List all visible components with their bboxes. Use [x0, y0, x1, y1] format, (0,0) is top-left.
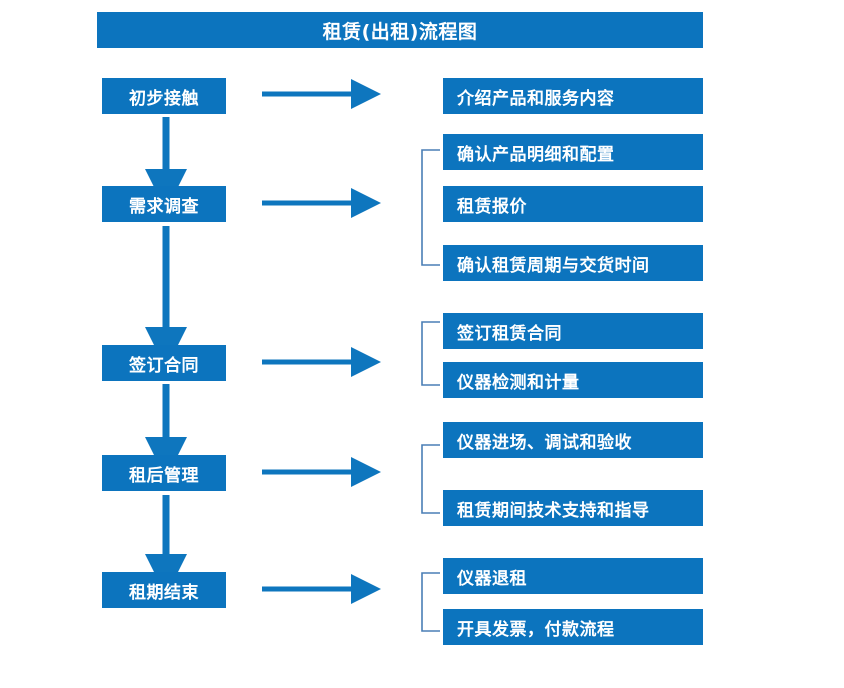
detail-node-confirm-period-delivery[interactable]: 确认租赁周期与交货时间: [443, 245, 703, 281]
bracket-contract: [421, 321, 440, 386]
detail-node-instrument-return[interactable]: 仪器退租: [443, 558, 703, 594]
stage-node-post-rental-management[interactable]: 租后管理: [102, 455, 226, 491]
detail-node-rental-quotation[interactable]: 租赁报价: [443, 186, 703, 222]
detail-node-instrument-inspection[interactable]: 仪器检测和计量: [443, 362, 703, 398]
bracket-post-rental: [421, 444, 440, 514]
detail-node-technical-support[interactable]: 租赁期间技术支持和指导: [443, 490, 703, 526]
stage-node-initial-contact[interactable]: 初步接触: [102, 78, 226, 114]
detail-node-sign-rental-contract[interactable]: 签订租赁合同: [443, 313, 703, 349]
detail-node-instrument-entry-commissioning[interactable]: 仪器进场、调试和验收: [443, 422, 703, 458]
stage-node-sign-contract[interactable]: 签订合同: [102, 345, 226, 381]
bracket-end-of-term: [421, 572, 440, 632]
horizontal-arrows: [262, 79, 381, 604]
page-title: 租赁(出租)流程图: [97, 12, 703, 48]
detail-node-introduce-products[interactable]: 介绍产品和服务内容: [443, 78, 703, 114]
group-brackets: [421, 149, 440, 632]
stage-node-end-of-term[interactable]: 租期结束: [102, 572, 226, 608]
stage-node-requirement-survey[interactable]: 需求调查: [102, 186, 226, 222]
bracket-requirements: [421, 149, 440, 266]
detail-node-invoice-payment[interactable]: 开具发票，付款流程: [443, 609, 703, 645]
detail-node-confirm-product-details[interactable]: 确认产品明细和配置: [443, 134, 703, 170]
